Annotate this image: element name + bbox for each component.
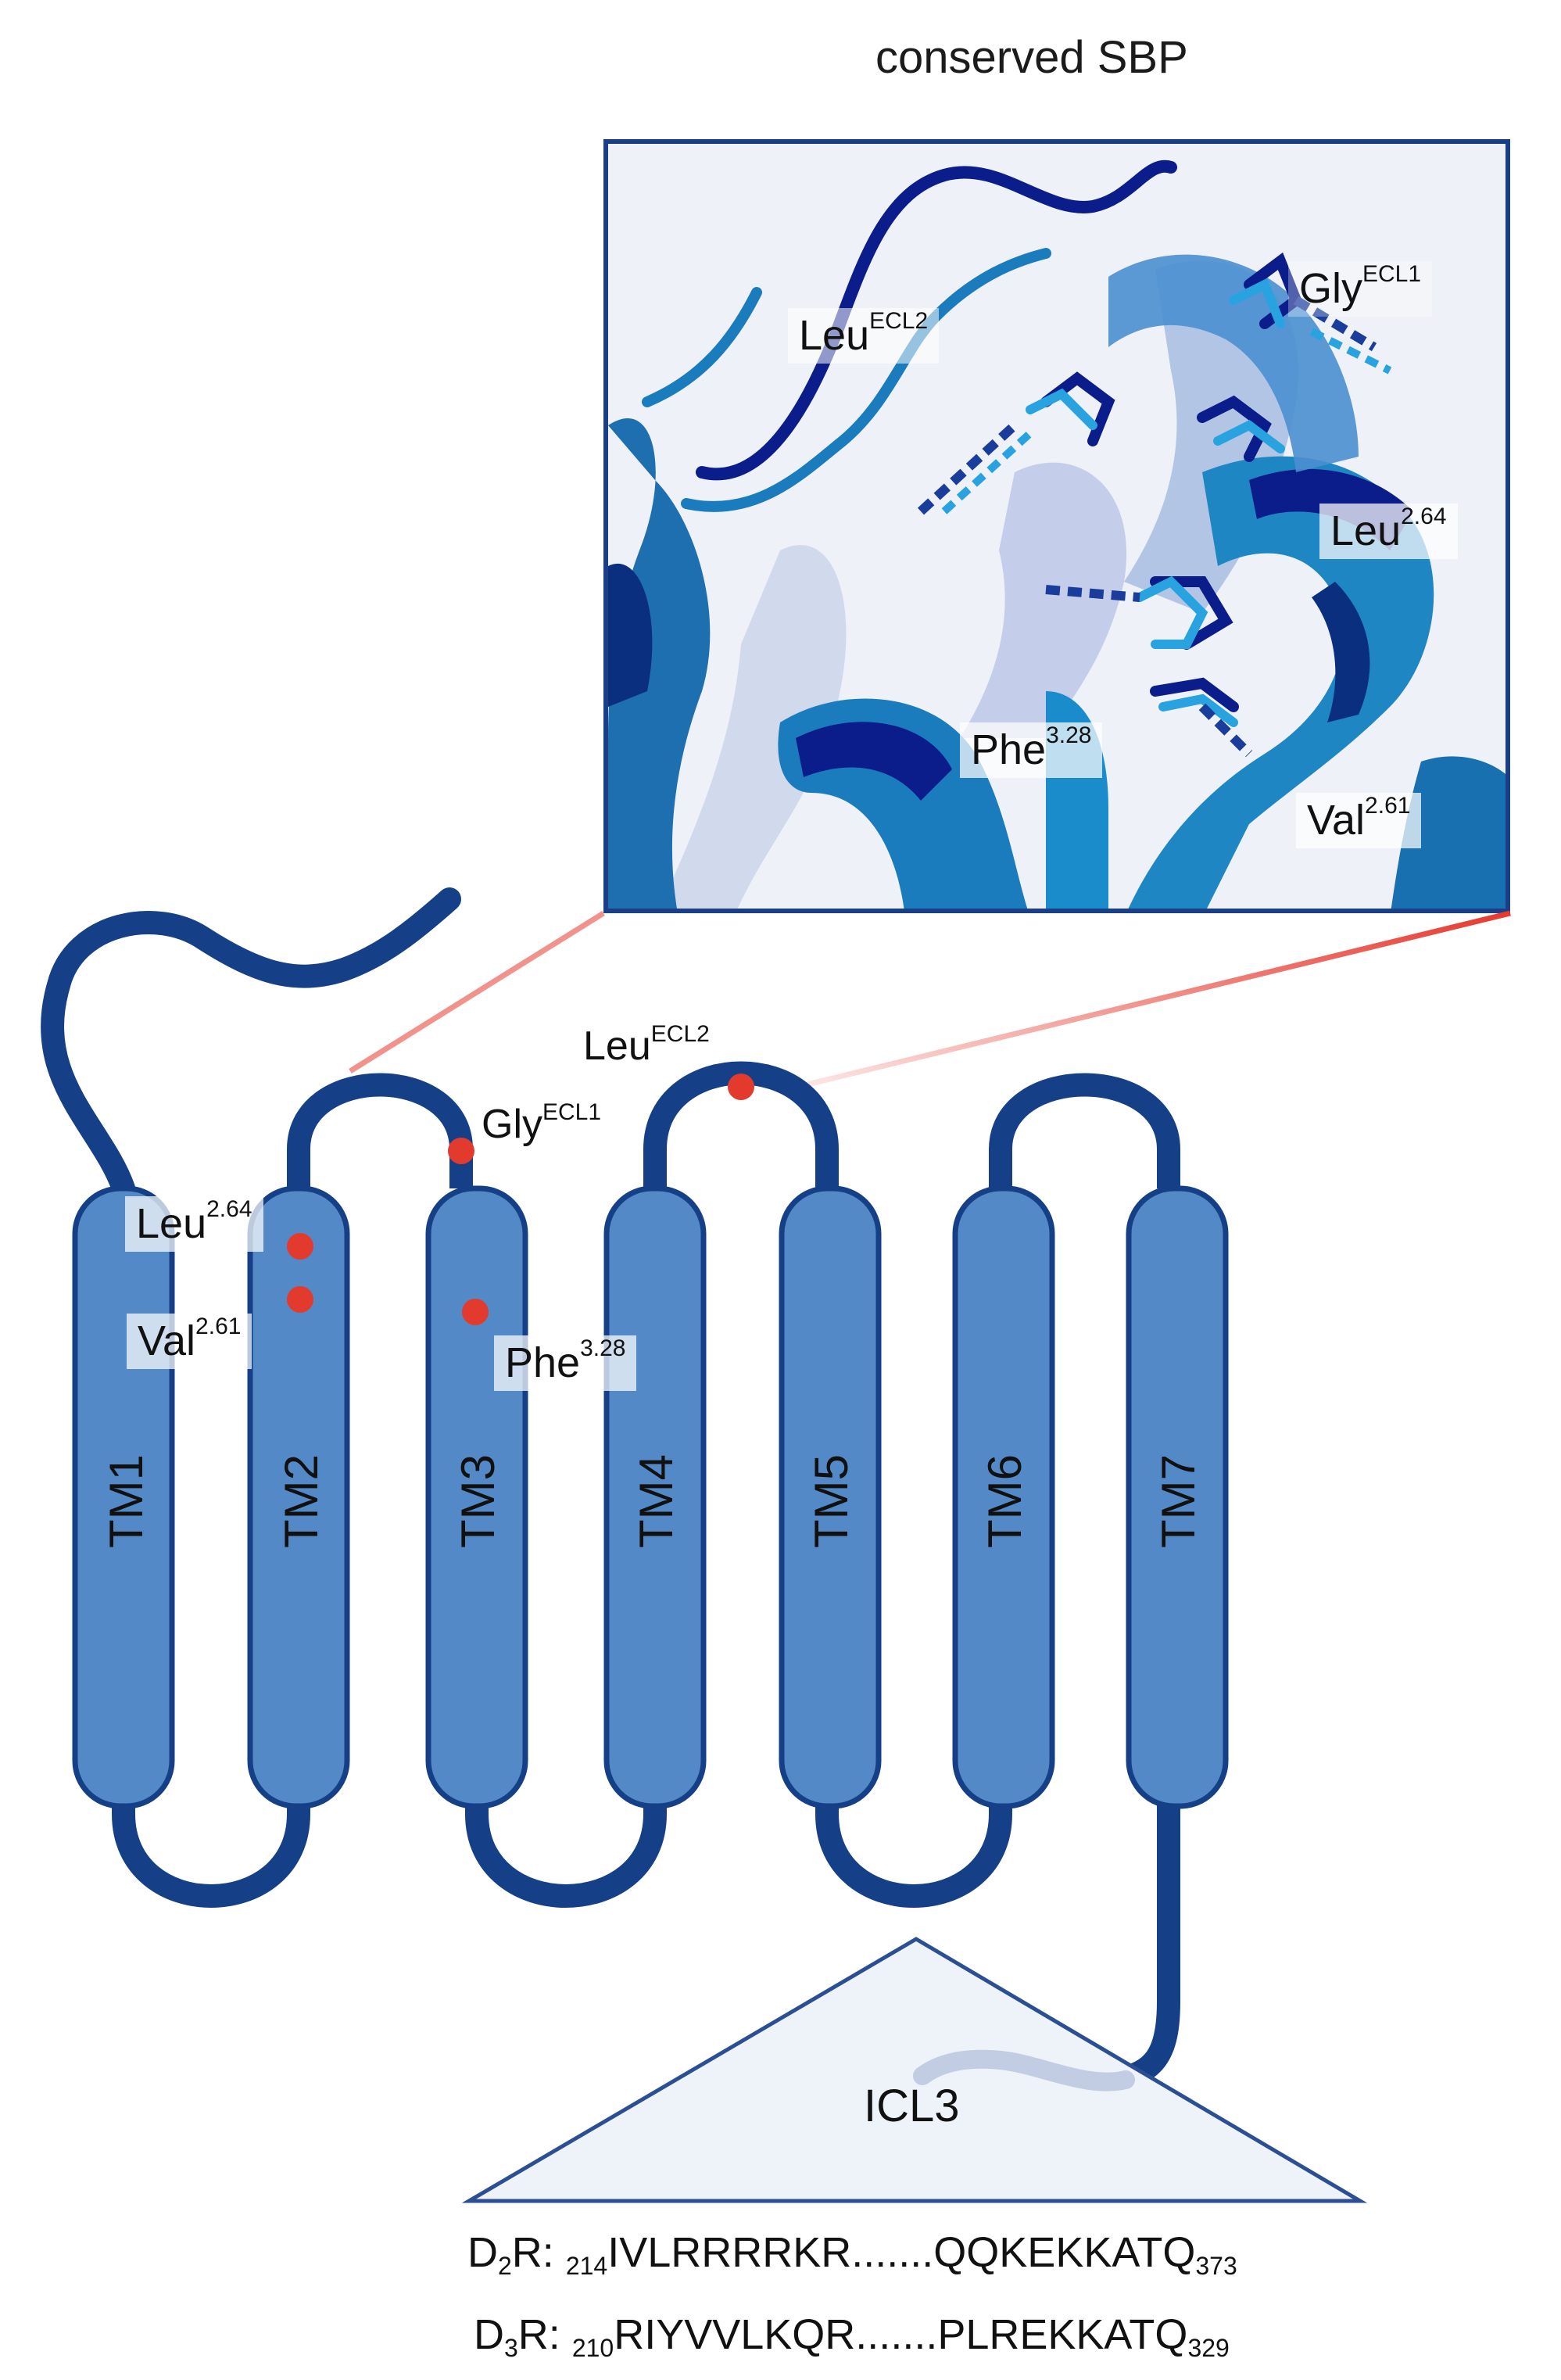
helix-label-tm2: TM2 [275, 1454, 328, 1548]
residue-dot-val-2-61 [287, 1286, 313, 1313]
residue-dot-gly-ecl1 [448, 1138, 474, 1164]
ecl3 [989, 1073, 1180, 1188]
inset-label-gly-ecl1: GlyECL1 [1288, 261, 1433, 317]
helix-tm3 [425, 1185, 528, 1809]
label-leu-2-64: Leu2.64 [125, 1196, 263, 1253]
inset-label-phe-3-28: Phe3.28 [960, 722, 1103, 779]
label-phe-3-28: Phe3.28 [494, 1335, 637, 1392]
label-val-2-61: Val2.61 [127, 1314, 252, 1370]
helix-tm6 [952, 1185, 1055, 1809]
residue-dot-leu-2-64 [287, 1233, 313, 1260]
helix-label-tm4: TM4 [630, 1454, 682, 1548]
inset-label-val-2-61: Val2.61 [1296, 793, 1422, 849]
helix-tm2 [247, 1185, 350, 1809]
icl3-triangle [461, 1937, 1368, 2203]
zoom-line-right [781, 910, 1511, 1094]
helix-label-tm6: TM6 [979, 1454, 1031, 1548]
helix-label-tm5: TM5 [805, 1454, 857, 1548]
helix-label-tm3: TM3 [452, 1454, 504, 1548]
c-terminus-shadow [913, 2049, 1135, 2091]
sequence-d2r: D2R: 214IVLRRRRKR.......QQKEKKATQ373 [467, 2229, 1237, 2280]
zoom-line-left [349, 911, 605, 1074]
helix-tm1 [72, 1185, 175, 1809]
inset-title: conserved SBP [875, 32, 1188, 83]
icl3-label: ICL3 [864, 2081, 960, 2131]
helix-tm7 [1126, 1185, 1229, 1809]
binding-pocket-inset: LeuECL2 GlyECL1 Leu2.64 Phe3.28 Val2.61 [603, 139, 1510, 913]
icl2 [465, 1767, 667, 1908]
icl1 [112, 1767, 310, 1908]
helix-label-tm7: TM7 [1152, 1454, 1205, 1548]
ecl2 [643, 1061, 839, 1188]
residue-dot-phe-3-28 [462, 1299, 489, 1325]
residue-dot-leu-ecl2 [728, 1074, 754, 1100]
inset-label-leu-ecl2: LeuECL2 [788, 308, 940, 364]
n-terminus [41, 887, 461, 1200]
helix-tm5 [779, 1185, 882, 1809]
inset-label-leu-2-64: Leu2.64 [1319, 504, 1458, 560]
sequence-d3r: D3R: 210RIYVVLKQR.......PLREKKATQ329 [474, 2311, 1230, 2362]
icl3-loop [815, 1767, 1012, 1908]
label-gly-ecl1: GlyECL1 [482, 1099, 602, 1147]
label-leu-ecl2: LeuECL2 [583, 1021, 710, 1069]
helix-label-tm1: TM1 [100, 1454, 152, 1548]
helix-tm4 [603, 1185, 707, 1809]
ecl1 [287, 1073, 473, 1188]
c-terminus [1106, 1755, 1180, 2091]
